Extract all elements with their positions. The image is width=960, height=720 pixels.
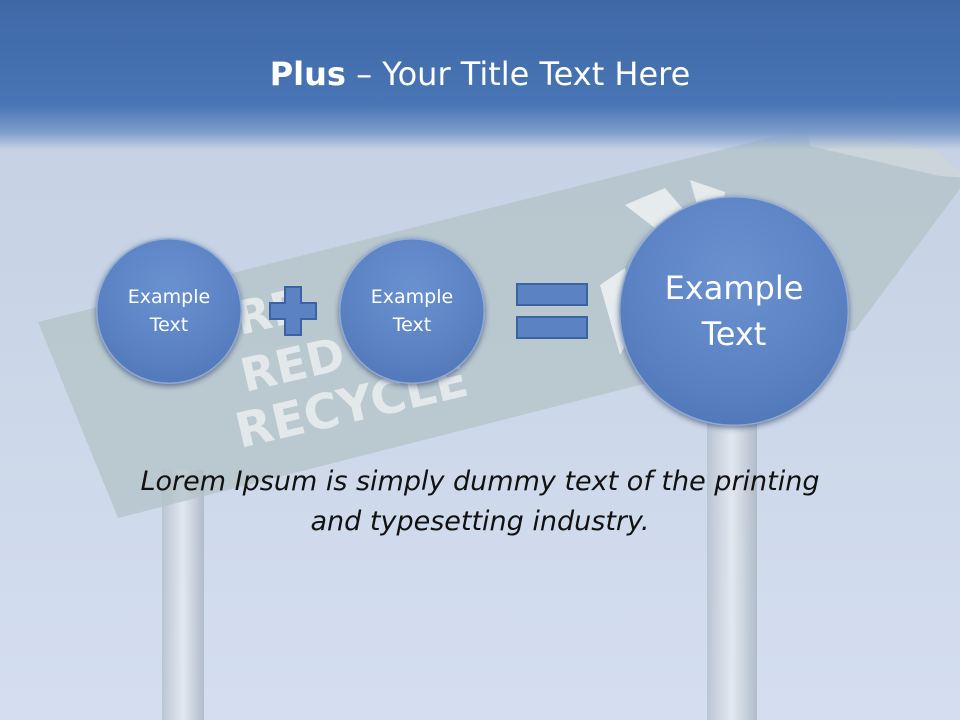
circle-1-line-2: Text	[149, 314, 189, 336]
equals-icon	[516, 283, 588, 339]
title-rest: – Your Title Text Here	[345, 55, 691, 93]
slide-title: Plus – Your Title Text Here	[0, 52, 960, 96]
sign-post-right	[707, 405, 757, 720]
caption-line-1: Lorem Ipsum is simply dummy text of the …	[140, 466, 820, 497]
circle-2-line-2: Text	[392, 314, 432, 336]
plus-icon	[269, 286, 317, 336]
circle-2-line-1: Example	[370, 286, 454, 308]
sign-post-left	[162, 470, 204, 720]
circle-3-line-2: Text	[701, 315, 767, 353]
circle-3-line-1: Example	[664, 269, 804, 307]
caption-line-2: and typesetting industry.	[310, 506, 650, 537]
title-bold: Plus	[269, 55, 346, 93]
caption-text: Lorem Ipsum is simply dummy text of the …	[100, 462, 860, 542]
title-bar	[0, 0, 960, 150]
circle-1-line-1: Example	[127, 286, 211, 308]
